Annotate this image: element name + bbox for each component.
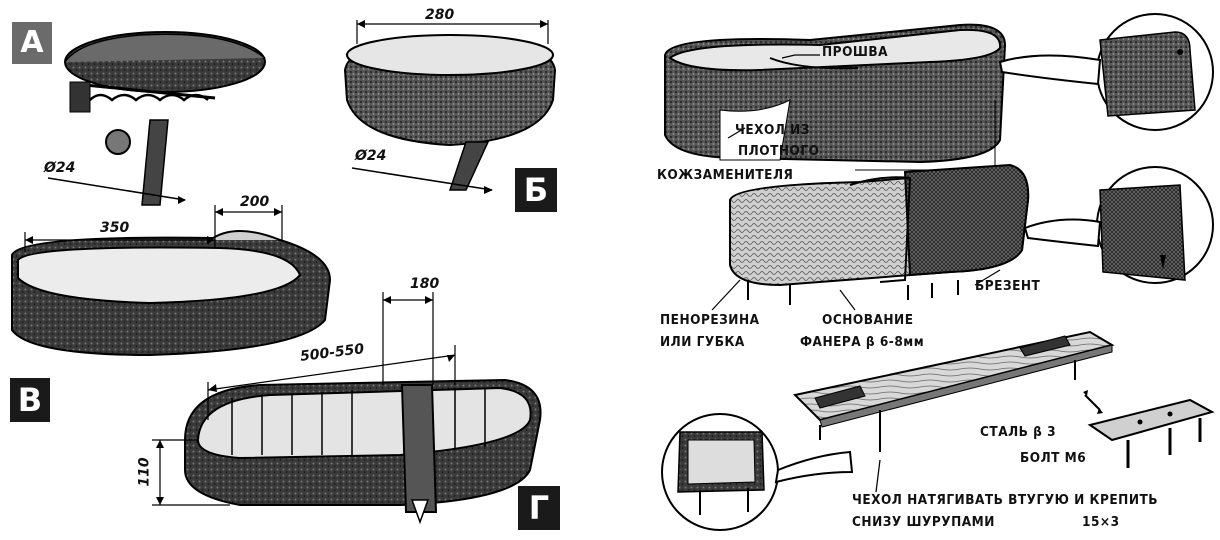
plywood-base-drawing bbox=[792, 330, 1115, 452]
detail-callout-tarpaulin-edge bbox=[1023, 166, 1214, 284]
dimension-width-g: 180 bbox=[410, 276, 440, 292]
detail-callout-cover-edge bbox=[998, 13, 1214, 131]
figure-b-letter: Б bbox=[515, 168, 557, 212]
leader-lines bbox=[711, 54, 1001, 493]
dimension-length-v: 350 bbox=[100, 220, 130, 236]
figure-v bbox=[11, 205, 332, 357]
foam-and-tarpaulin-drawing bbox=[729, 163, 1030, 305]
label-cover-line2: ПЛОТНОГО bbox=[738, 143, 820, 159]
dimension-height-g: 110 bbox=[136, 457, 153, 487]
dimension-width-v: 200 bbox=[240, 194, 270, 210]
label-base-line1: ОСНОВАНИЕ bbox=[822, 312, 914, 328]
detail-callout-base-corner bbox=[661, 413, 854, 531]
label-steel: СТАЛЬ β 3 bbox=[980, 424, 1057, 440]
label-cover-line3: КОЖЗАМЕНИТЕЛЯ bbox=[657, 167, 794, 183]
figure-a bbox=[47, 31, 266, 206]
steel-plate-drawing bbox=[1087, 398, 1215, 468]
label-stitch: ПРОШВА bbox=[822, 44, 889, 60]
label-base-line2: ФАНЕРА β 6-8мм bbox=[800, 334, 925, 350]
figure-g-letter: Г bbox=[518, 486, 560, 530]
dimension-diameter-b: Ø24 bbox=[355, 148, 387, 164]
dimension-width-b: 280 bbox=[425, 7, 455, 23]
dimension-diameter-a: Ø24 bbox=[44, 160, 76, 176]
label-bolt: БОЛТ М6 bbox=[1020, 450, 1087, 466]
figure-v-letter: В bbox=[10, 378, 50, 422]
label-note-line1: ЧЕХОЛ НАТЯГИВАТЬ ВТУГУЮ И КРЕПИТЬ bbox=[852, 492, 1159, 508]
label-note-line2: СНИЗУ ШУРУПАМИ bbox=[852, 514, 995, 530]
figure-g bbox=[152, 292, 542, 525]
label-foam-line1: ПЕНОРЕЗИНА bbox=[660, 312, 760, 328]
label-foam-line2: ИЛИ ГУБКА bbox=[660, 334, 745, 350]
label-cover-line1: ЧЕХОЛ ИЗ bbox=[735, 122, 810, 138]
label-note-size: 15×3 bbox=[1082, 514, 1120, 530]
figure-b bbox=[343, 20, 557, 194]
figure-a-letter: А bbox=[12, 22, 52, 64]
seat-cover-drawing bbox=[664, 23, 1007, 171]
label-tarpaulin: БРЕЗЕНТ bbox=[975, 278, 1041, 294]
